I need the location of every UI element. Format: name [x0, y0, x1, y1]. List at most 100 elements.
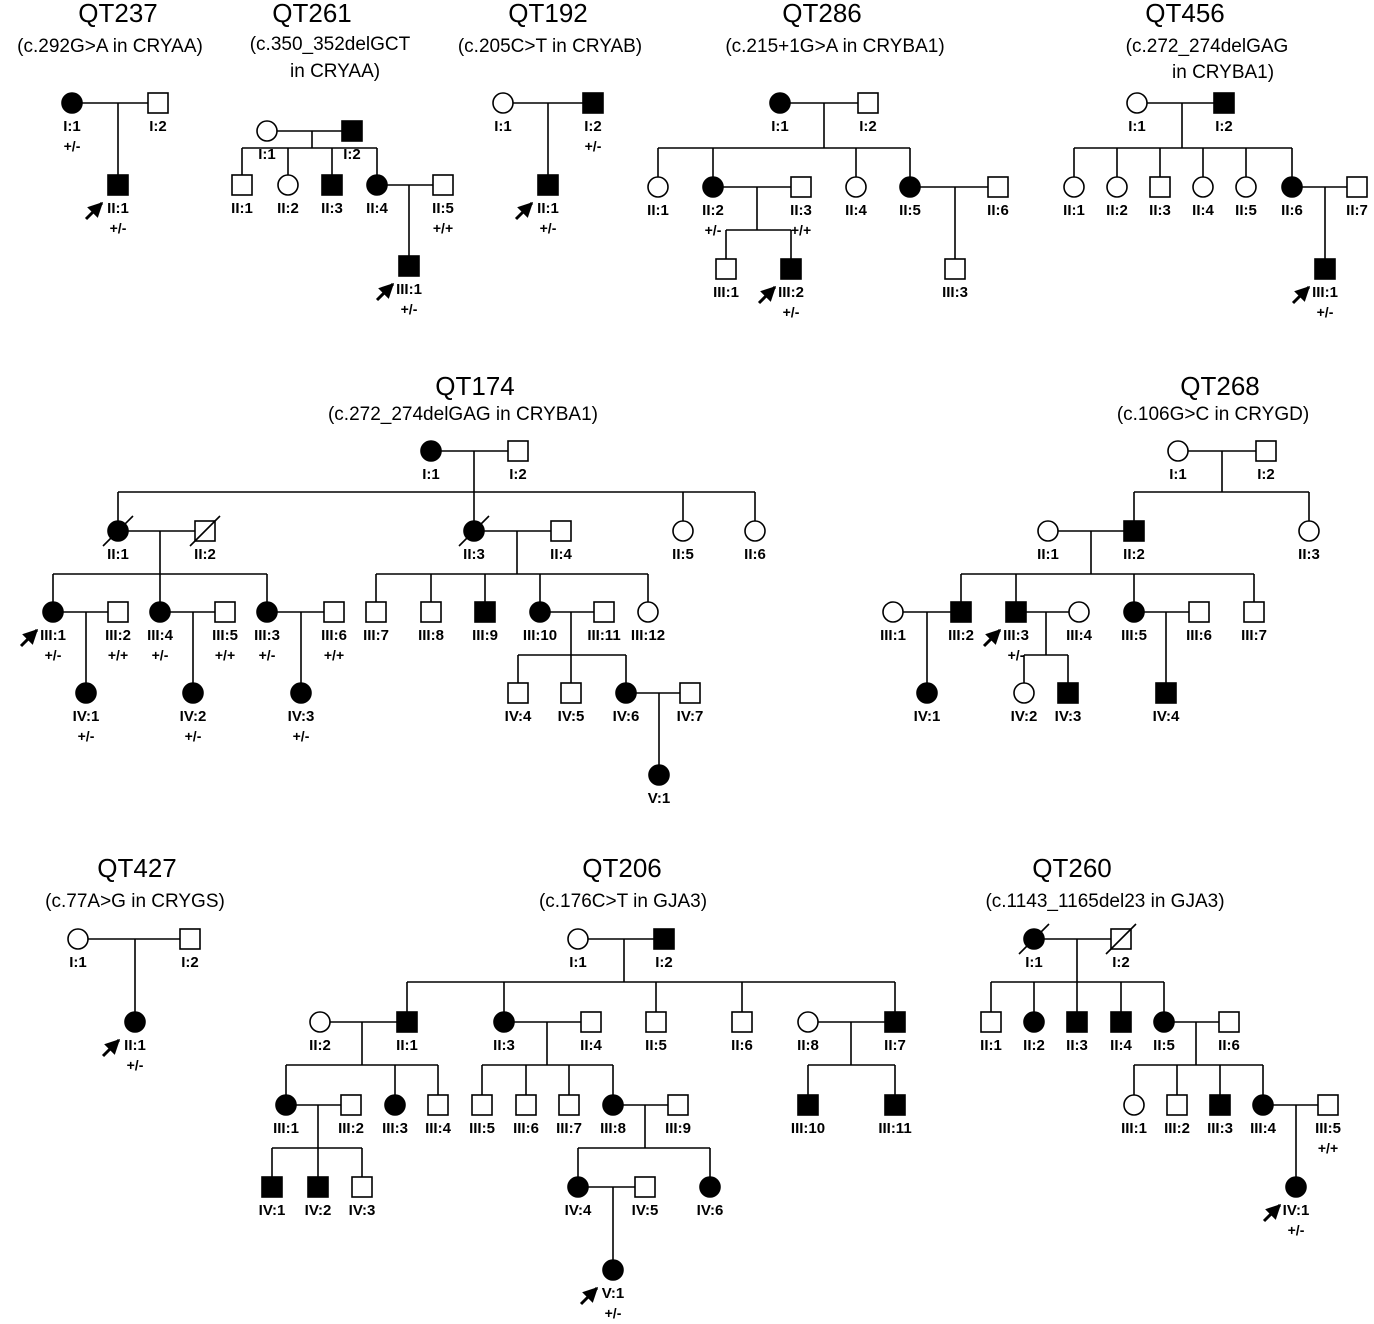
individual-label: I:1	[771, 118, 789, 135]
female-symbol-qt268-iv-1	[916, 682, 938, 704]
male-symbol-qt260-ii-3	[1066, 1011, 1088, 1033]
female-symbol-qt261-ii-2	[277, 174, 299, 196]
female-symbol-qt268-iv-2	[1013, 682, 1035, 704]
individual-label: III:4	[1250, 1120, 1276, 1137]
individual-label: III:6	[321, 627, 347, 644]
individual-label: III:1	[40, 627, 66, 644]
male-symbol-qt268-iii-6	[1188, 601, 1210, 623]
genotype-label: +/-	[605, 1305, 622, 1321]
male-symbol-qt206-iii-4	[427, 1094, 449, 1116]
individual-label: I:1	[494, 118, 512, 135]
individual-label: IV:3	[288, 708, 315, 725]
male-symbol-qt268-iii-3	[1005, 601, 1027, 623]
male-symbol-qt261-i-2	[341, 120, 363, 142]
male-symbol-qt268-iii-2	[950, 601, 972, 623]
individual-label: II:3	[493, 1037, 515, 1054]
female-symbol-qt286-ii-1	[647, 176, 669, 198]
individual-label: I:2	[1215, 118, 1233, 135]
genotype-label: +/+	[433, 220, 453, 236]
female-symbol-qt174-iv-6	[615, 682, 637, 704]
individual-label: IV:6	[613, 708, 640, 725]
pedigree-mutation-label: in CRYBA1)	[1172, 62, 1274, 83]
male-symbol-qt456-iii-1	[1314, 258, 1336, 280]
male-symbol-qt206-ii-1	[396, 1011, 418, 1033]
individual-label: II:3	[463, 546, 485, 563]
individual-label: II:5	[899, 202, 921, 219]
individual-label: III:5	[1315, 1120, 1341, 1137]
pedigree-title: QT261	[272, 0, 352, 28]
female-symbol-qt268-iii-1	[882, 601, 904, 623]
individual-label: I:1	[1025, 954, 1043, 971]
female-symbol-qt174-iii-1	[42, 601, 64, 623]
individual-label: I:1	[1128, 118, 1146, 135]
deceased-slash	[102, 515, 134, 547]
female-symbol-qt456-ii-5	[1235, 176, 1257, 198]
individual-label: V:1	[602, 1285, 625, 1302]
genotype-label: +/-	[45, 647, 62, 663]
deceased-slash	[1018, 923, 1050, 955]
female-symbol-qt260-iii-1	[1123, 1094, 1145, 1116]
proband-arrow-icon	[579, 1286, 599, 1306]
individual-label: II:5	[645, 1037, 667, 1054]
proband-arrow-icon	[1291, 285, 1311, 305]
individual-label: III:7	[1241, 627, 1267, 644]
individual-label: I:2	[149, 118, 167, 135]
female-symbol-qt268-ii-1	[1037, 520, 1059, 542]
individual-label: II:1	[396, 1037, 418, 1054]
individual-label: II:3	[1066, 1037, 1088, 1054]
individual-label: III:9	[472, 627, 498, 644]
female-symbol-qt206-i-1	[567, 928, 589, 950]
male-symbol-qt192-ii-1	[537, 174, 559, 196]
individual-label: III:6	[1186, 627, 1212, 644]
female-symbol-qt206-ii-8	[797, 1011, 819, 1033]
pedigree-mutation-label: (c.176C>T in GJA3)	[539, 891, 707, 912]
individual-label: IV:6	[697, 1202, 724, 1219]
male-symbol-qt237-ii-1	[107, 174, 129, 196]
individual-label: IV:3	[1055, 708, 1082, 725]
individual-label: IV:3	[349, 1202, 376, 1219]
individual-label: IV:4	[1153, 708, 1180, 725]
individual-label: II:4	[366, 200, 388, 217]
individual-label: I:2	[181, 954, 199, 971]
individual-label: III:1	[1312, 284, 1338, 301]
male-symbol-qt206-iii-10	[797, 1094, 819, 1116]
deceased-slash	[458, 515, 490, 547]
female-symbol-qt237-i-1	[61, 92, 83, 114]
male-symbol-qt260-iii-3	[1209, 1094, 1231, 1116]
pedigree-title: QT174	[435, 371, 515, 401]
male-symbol-qt286-ii-3	[790, 176, 812, 198]
male-symbol-qt206-ii-6	[731, 1011, 753, 1033]
individual-label: III:4	[147, 627, 173, 644]
male-symbol-qt174-i-2	[507, 440, 529, 462]
male-symbol-qt174-iv-4	[507, 682, 529, 704]
genotype-label: +/+	[324, 647, 344, 663]
individual-label: III:2	[1164, 1120, 1190, 1137]
male-symbol-qt206-iv-2	[307, 1176, 329, 1198]
individual-label: II:2	[309, 1037, 331, 1054]
individual-label: II:2	[1123, 546, 1145, 563]
individual-label: II:1	[107, 546, 129, 563]
individual-label: III:11	[878, 1120, 911, 1137]
female-symbol-qt206-iii-3	[384, 1094, 406, 1116]
male-symbol-qt268-i-2	[1255, 440, 1277, 462]
male-symbol-qt206-ii-7	[884, 1011, 906, 1033]
male-symbol-qt206-iii-7	[558, 1094, 580, 1116]
genotype-label: +/-	[401, 301, 418, 317]
pedigree-title: QT427	[97, 853, 177, 883]
pedigree-mutation-label: (c.205C>T in CRYAB)	[458, 36, 642, 57]
individual-label: III:3	[1207, 1120, 1233, 1137]
individual-label: III:6	[513, 1120, 539, 1137]
pedigree-title: QT192	[508, 0, 588, 28]
individual-label: III:5	[1121, 627, 1147, 644]
genotype-label: +/-	[78, 728, 95, 744]
genotype-label: +/-	[1288, 1222, 1305, 1238]
genotype-label: +/-	[110, 220, 127, 236]
female-symbol-qt261-ii-4	[366, 174, 388, 196]
female-symbol-qt456-ii-1	[1063, 176, 1085, 198]
male-symbol-qt286-iii-3	[944, 258, 966, 280]
individual-label: I:2	[859, 118, 877, 135]
female-symbol-qt206-iv-6	[699, 1176, 721, 1198]
female-symbol-qt268-i-1	[1167, 440, 1189, 462]
individual-label: II:1	[1037, 546, 1059, 563]
